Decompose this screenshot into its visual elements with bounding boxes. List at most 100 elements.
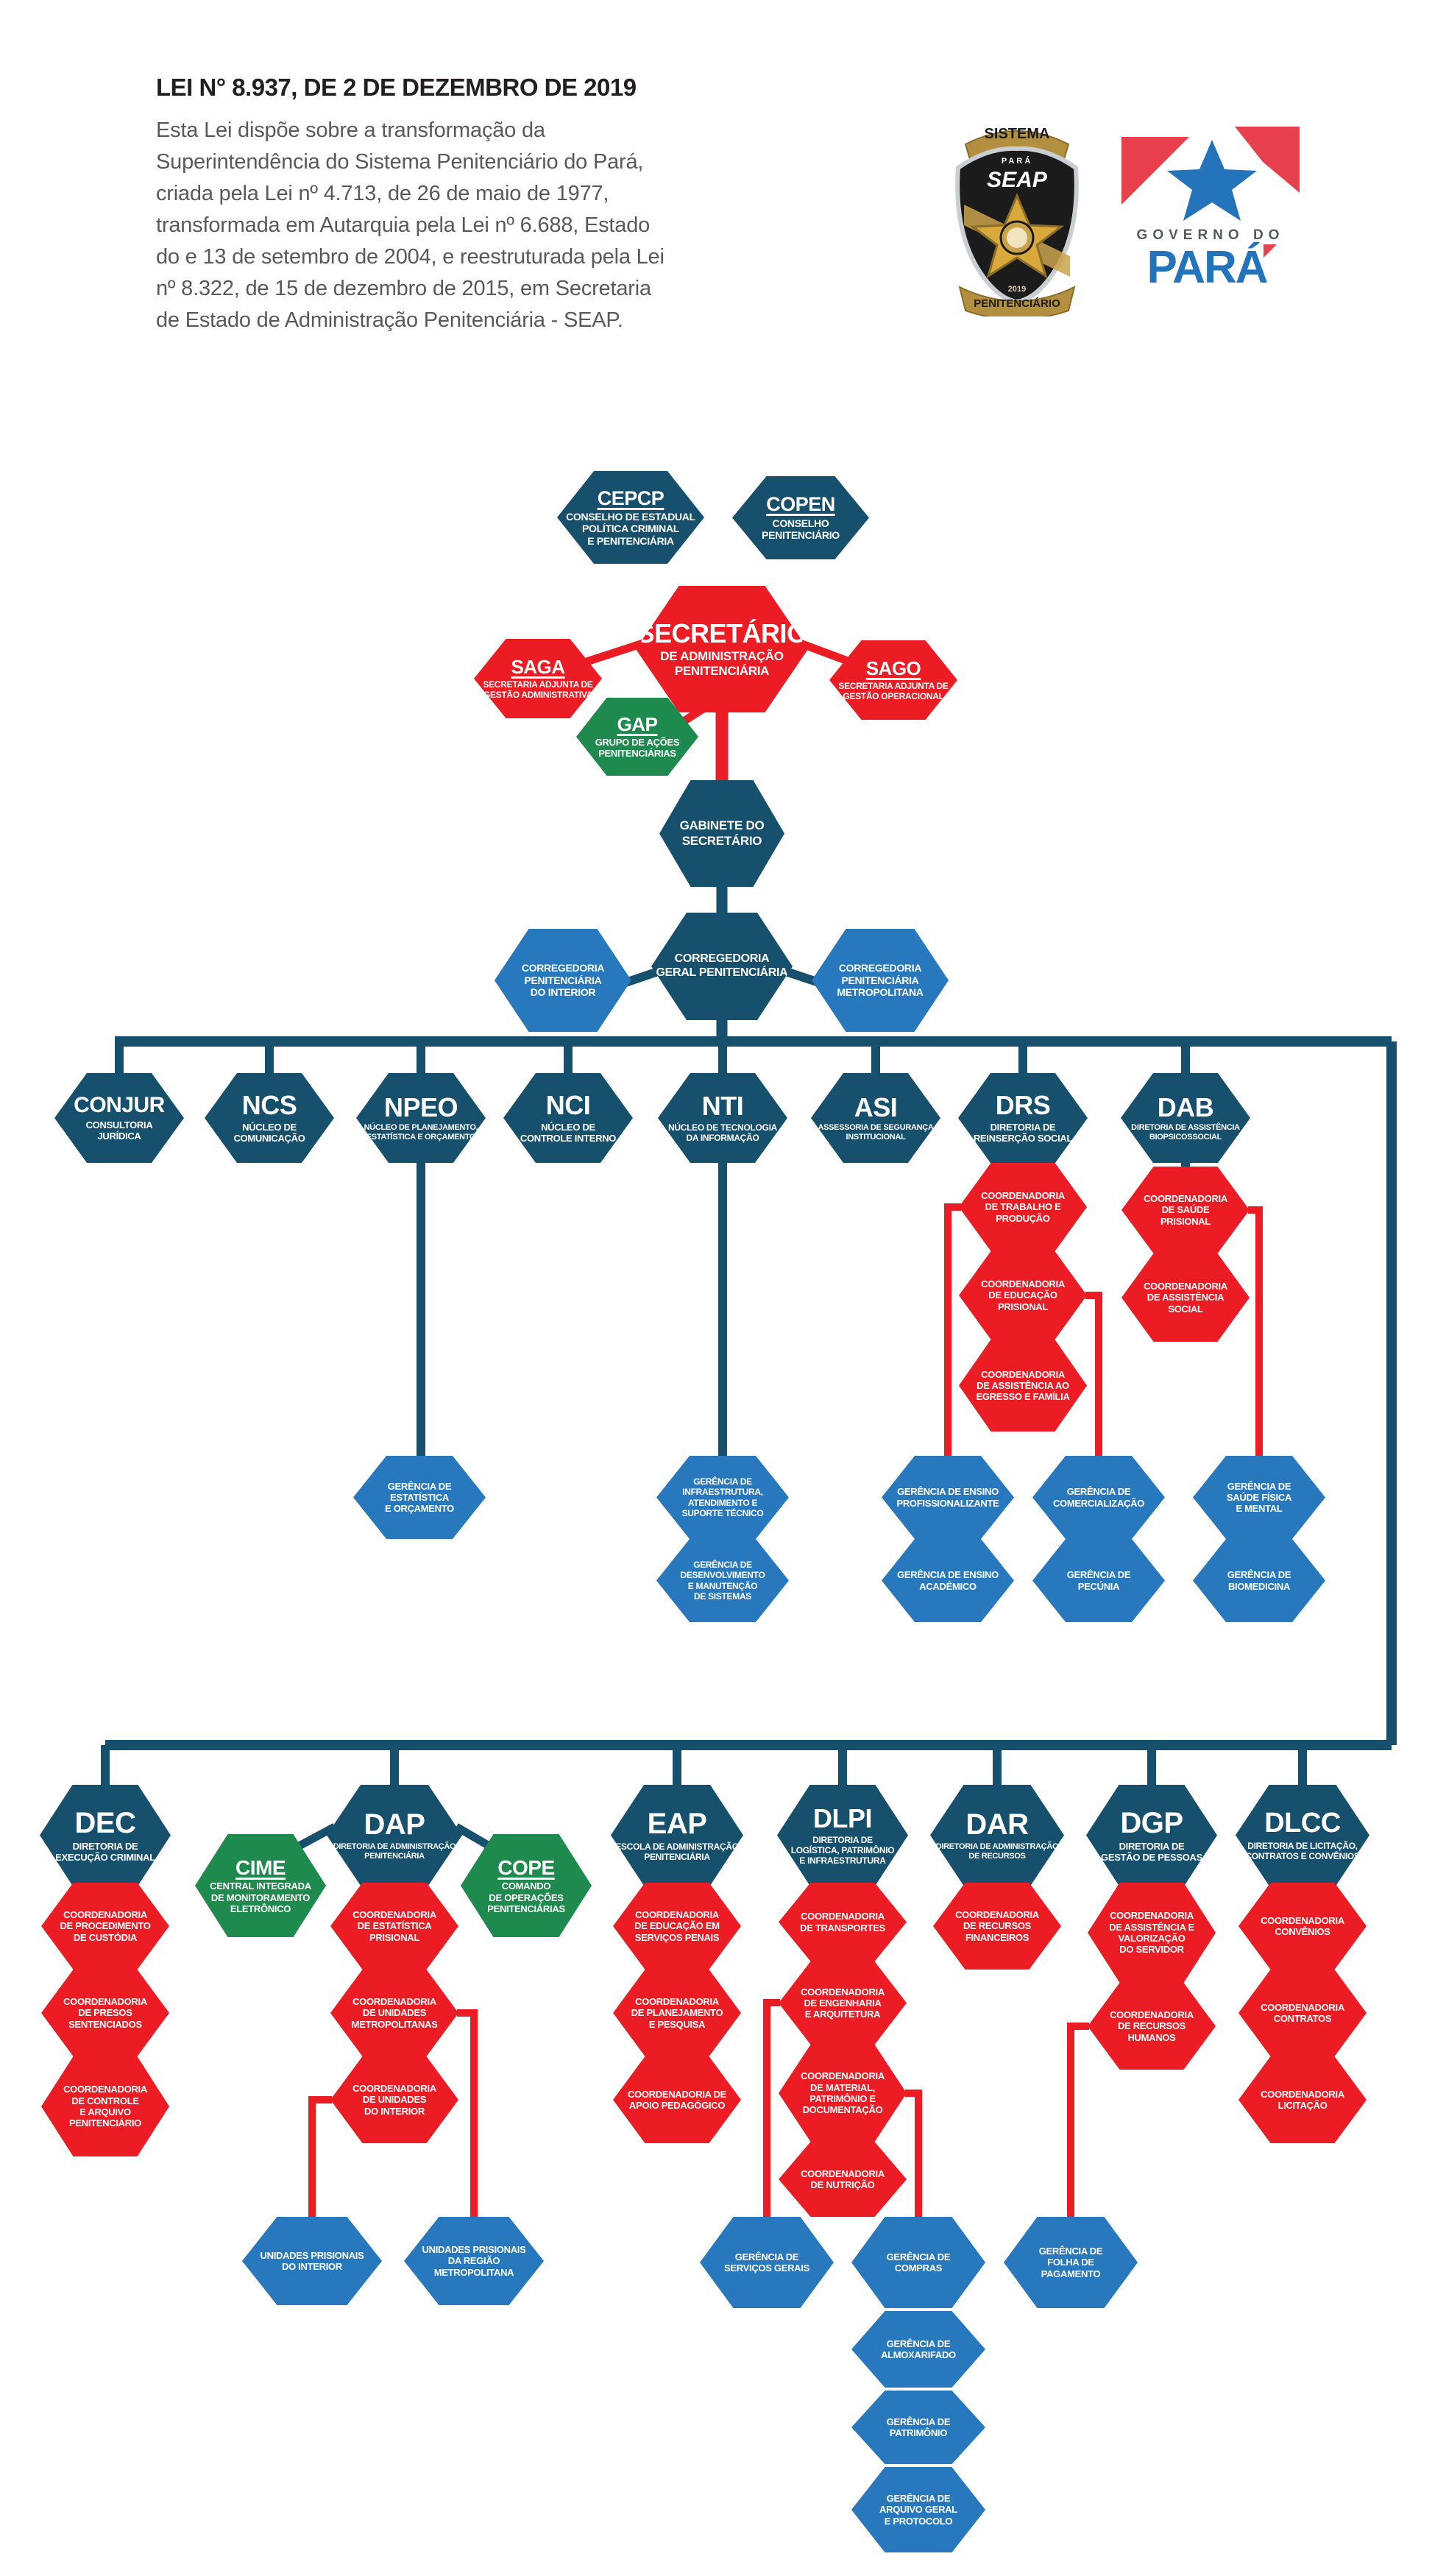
dap-acronym: DAP [364,1808,425,1841]
badge-bottom-ribbon [958,286,1076,316]
para-accent-triangle [1264,244,1277,258]
connector-red-line [1067,2023,1089,2221]
coord-engenharia-arquitetura-label: COORDENADORIA DE ENGENHARIA E ARQUITETUR… [801,1986,885,2020]
ger-estatistica-orcamento-label: GERÊNCIA DE ESTATÍSTICA E ORÇAMENTO [385,1480,454,1515]
coord-licitacao-label: COORDENADORIA LICITAÇÃO [1261,2088,1344,2111]
ger-folha-pagamento-label: GERÊNCIA DE FOLHA DE PAGAMENTO [1038,2246,1103,2279]
unidades-prisionais-interior-label: UNIDADES PRISIONAIS DO INTERIOR [260,2249,364,2272]
unidades-prisionais-metropolitana-label: UNIDADES PRISIONAIS DA REGIÃO METROPOLIT… [422,2244,526,2278]
coord-assistencia-valorizacao-label: COORDENADORIA DE ASSISTÊNCIA E VALORIZAÇ… [1109,1910,1194,1956]
asi-acronym: ASI [854,1091,898,1122]
seap-badge-logo: SISTEMA PARÁ SEAP 2019 PENITENCIÁRIO [955,126,1079,316]
cepcp-label: CONSELHO DE ESTADUAL POLÍTICA CRIMINAL E… [566,510,695,547]
coord-procedimento-custodia-label: COORDENADORIA DE PROCEDIMENTO DE CUSTÓDI… [60,1909,151,1943]
saga-label: SECRETARIA ADJUNTA DE GESTÃO ADMINISTRAT… [483,679,593,701]
cime-acronym: CIME [235,1855,286,1879]
coord-saude-prisional-label: COORDENADORIA DE SAÚDE PRISIONAL [1144,1193,1227,1227]
dgp-acronym: DGP [1120,1806,1183,1839]
drs-acronym: DRS [995,1090,1051,1121]
gap-label: GRUPO DE AÇÕES PENITENCIÁRIAS [595,736,680,760]
corregedoria-metropolitana-node: CORREGEDORIA PENITENCIÁRIA METROPOLITANA [812,929,949,1032]
coord-educacao-servicos-penais-label: COORDENADORIA DE EDUCAÇÃO EM SERVIÇOS PE… [634,1909,720,1943]
coord-controle-arquivo-label: COORDENADORIA DE CONTROLE E ARQUIVO PENI… [63,2084,147,2129]
law-description: Esta Lei dispõe sobre a transformação da… [156,118,664,332]
dgp-label: DIRETORIA DE GESTÃO DE PESSOAS [1101,1840,1202,1863]
nci-label: NÚCLEO DE CONTROLE INTERNO [520,1122,617,1144]
law-title: LEI N° 8.937, DE 2 DE DEZEMBRO DE 2019 [156,74,637,101]
governo-do-text: GOVERNO DO [1137,227,1285,243]
copen-acronym: COPEN [766,493,835,516]
npeo-label: NÚCLEO DE PLANEJAMENTO, ESTATÍSTICA E OR… [364,1123,478,1142]
unidades-prisionais-metropolitana-node: UNIDADES PRISIONAIS DA REGIÃO METROPOLIT… [404,2217,544,2305]
ger-compras-label: GERÊNCIA DE COMPRAS [886,2251,951,2274]
governo-para-logo: GOVERNO DO PARÁ [1121,127,1300,293]
gap-acronym: GAP [617,712,658,735]
npeo-acronym: NPEO [383,1091,458,1122]
cime-label: CENTRAL INTEGRADA DE MONITORAMENTO ELETR… [210,1880,311,1914]
dec-acronym: DEC [74,1806,136,1839]
coord-educacao-prisional-label: COORDENADORIA DE EDUCAÇÃO PRISIONAL [981,1278,1065,1312]
coord-trabalho-producao-label: COORDENADORIA DE TRABALHO E PRODUÇÃO [981,1190,1065,1224]
para-flag-left-triangle [1121,137,1189,205]
para-flag-star [1167,140,1257,221]
dlpi-label: DIRETORIA DE LOGÍSTICA, PATRIMÔNIO E INF… [790,1834,895,1866]
badge-seap-text: SEAP [987,168,1048,192]
coord-educacao-prisional-node: COORDENADORIA DE EDUCAÇÃO PRISIONAL [959,1251,1087,1340]
ger-servicos-gerais-node: GERÊNCIA DE SERVIÇOS GERAIS [700,2217,834,2308]
coord-convenios-label: COORDENADORIA CONVÊNIOS [1261,1914,1344,1937]
coord-unidades-interior-node: COORDENADORIA DE UNIDADES DO INTERIOR [330,2056,458,2143]
coord-egresso-familia-node: COORDENADORIA DE ASSISTÊNCIA AO EGRESSO … [959,1340,1087,1432]
cepcp-acronym: CEPCP [597,486,664,509]
corregedoria-interior-node: CORREGEDORIA PENITENCIÁRIA DO INTERIOR [495,929,631,1032]
ger-folha-pagamento-node: GERÊNCIA DE FOLHA DE PAGAMENTO [1004,2217,1138,2308]
coord-recursos-financeiros-label: COORDENADORIA DE RECURSOS FINANCEIROS [955,1909,1039,1943]
coord-controle-arquivo-node: COORDENADORIA DE CONTROLE E ARQUIVO PENI… [41,2056,169,2156]
ger-compras-node: GERÊNCIA DE COMPRAS [851,2217,985,2308]
corregedoria-interior-label: CORREGEDORIA PENITENCIÁRIA DO INTERIOR [521,962,605,999]
cope-acronym: COPE [497,1855,555,1879]
sago-label: SECRETARIA ADJUNTA DE GESTÃO OPERACIONAL [838,680,949,702]
coord-nutricao-label: COORDENADORIA DE NUTRIÇÃO [801,2168,885,2190]
ger-comercializacao-label: GERÊNCIA DE COMERCIALIZAÇÃO [1052,1486,1145,1509]
dar-acronym: DAR [965,1808,1029,1841]
coord-material-patrimonio-label: COORDENADORIA DE MATERIAL, PATRIMÔNIO E … [801,2070,885,2116]
coord-assistencia-social-label: COORDENADORIA DE ASSISTÊNCIA SOCIAL [1144,1281,1227,1314]
dab-label: DIRETORIA DE ASSISTÊNCIA BIOPSICOSSOCIAL [1131,1123,1240,1142]
badge-year-text: 2019 [1008,285,1026,294]
ger-ensino-academico-label: GERÊNCIA DE ENSINO ACADÊMICO [897,1569,999,1592]
ger-ensino-profissionalizante-label: GERÊNCIA DE ENSINO PROFISSIONALIZANTE [896,1486,999,1509]
badge-star [969,193,1065,279]
badge-sistema-text: SISTEMA [985,126,1050,142]
nti-label: NÚCLEO DE TECNOLOGIA DA INFORMAÇÃO [667,1122,777,1144]
badge-penitenciario-text: PENITENCIÁRIO [974,297,1060,310]
ger-patrimonio-label: GERÊNCIA DE PATRIMÔNIO [886,2416,951,2438]
coord-planejamento-pesquisa-node: COORDENADORIA DE PLANEJAMENTO E PESQUISA [613,1970,741,2056]
ger-pecunia-label: GERÊNCIA DE PECÚNIA [1066,1569,1131,1592]
copen-label: CONSELHO PENITENCIÁRIO [762,517,840,542]
coord-presos-sentenciados-label: COORDENADORIA DE PRESOS SENTENCIADOS [63,1996,147,2030]
dar-label: DIRETORIA DE ADMINISTRAÇÃO DE RECURSOS [935,1842,1059,1861]
dlcc-label: DIRETORIA DE LICITAÇÃO, CONTRATOS E CONV… [1245,1840,1360,1861]
nti-acronym: NTI [701,1091,744,1122]
connector-red-line [1085,1292,1102,1460]
coord-educacao-servicos-penais-node: COORDENADORIA DE EDUCAÇÃO EM SERVIÇOS PE… [613,1883,741,1970]
eap-label: ESCOLA DE ADMINISTRAÇÃO PENITENCIÁRIA [615,1841,739,1862]
connector-red-line [763,1999,780,2221]
conjur-label: CONSULTORIA JURÍDICA [85,1119,153,1142]
header-block: LEI N° 8.937, DE 2 DE DEZEMBRO DE 2019 E… [156,74,745,336]
nci-acronym: NCI [545,1090,591,1121]
coord-contratos-label: COORDENADORIA CONTRATOS [1261,2001,1344,2024]
ger-almoxarifado-label: GERÊNCIA DE ALMOXARIFADO [881,2338,956,2360]
coord-nutricao-node: COORDENADORIA DE NUTRIÇÃO [779,2142,907,2217]
coord-recursos-humanos-node: COORDENADORIA DE RECURSOS HUMANOS [1088,1983,1216,2070]
connector-red-line [1248,1206,1263,1460]
coord-procedimento-custodia-node: COORDENADORIA DE PROCEDIMENTO DE CUSTÓDI… [41,1883,169,1970]
